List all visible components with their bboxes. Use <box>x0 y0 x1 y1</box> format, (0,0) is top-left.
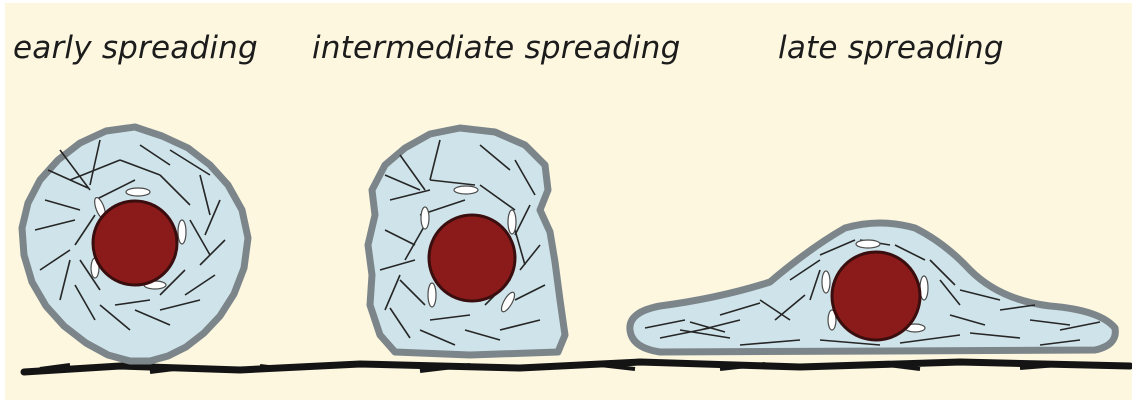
vesicle <box>822 271 830 293</box>
vesicle <box>856 240 880 248</box>
vesicle <box>508 210 516 234</box>
cell-late <box>630 223 1115 352</box>
vesicle <box>454 186 478 194</box>
vesicle <box>178 220 186 244</box>
cell-intermediate <box>368 128 565 355</box>
substrate-surface <box>24 362 1130 372</box>
vesicle <box>421 207 429 229</box>
cell-late-nucleus <box>832 252 920 340</box>
vesicle <box>428 283 436 307</box>
cell-intermediate-nucleus <box>429 215 515 301</box>
cell-early-nucleus <box>93 201 177 285</box>
vesicle <box>126 188 150 196</box>
cell-early <box>22 127 248 361</box>
